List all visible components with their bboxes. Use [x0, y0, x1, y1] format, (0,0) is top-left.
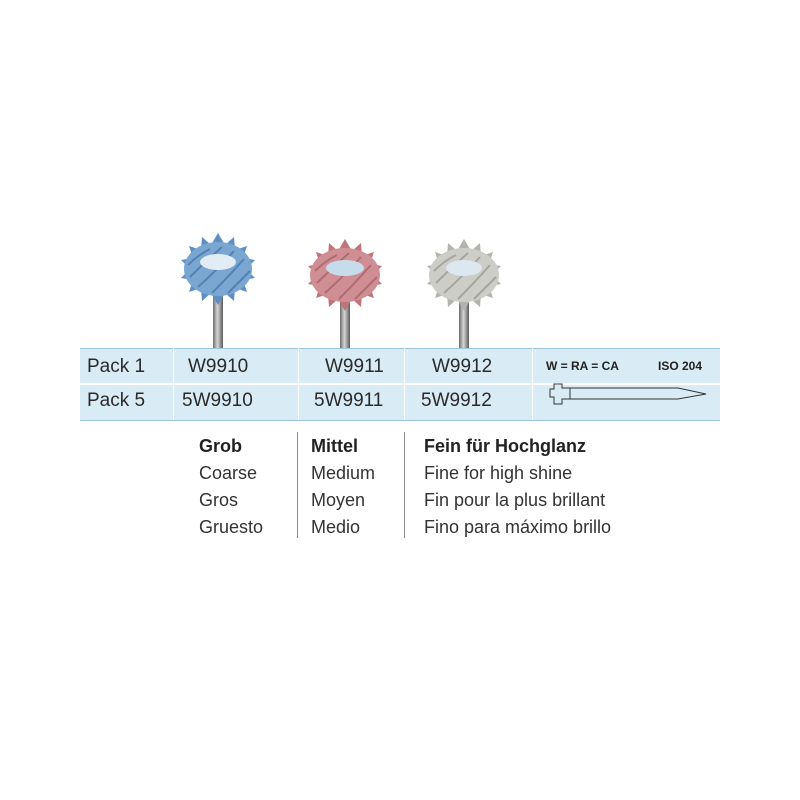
code-pack1-medium: W9911 [325, 356, 384, 377]
shank-type-diagram: W = RA = CA ISO 204 [540, 352, 720, 421]
grade-coarse-column: Grob Coarse Gros Gruesto [199, 433, 263, 541]
grade-translation: Medio [311, 517, 361, 537]
grade-heading: Grob [199, 436, 242, 456]
row-label-pack-5: Pack 5 [87, 390, 146, 411]
code-pack5-fine: 5W9912 [421, 390, 492, 411]
grade-translation: Fin pour la plus brillant [424, 490, 606, 510]
grade-translation: Fine for high shine [424, 463, 573, 483]
blue-polishing-wheel-image [163, 232, 275, 362]
grade-heading: Fein für Hochglanz [424, 436, 586, 456]
grade-translation: Gruesto [199, 517, 264, 537]
code-pack5-medium: 5W9911 [314, 390, 384, 411]
code-pack1-coarse: W9910 [188, 356, 249, 377]
grade-translation: Gros [199, 490, 239, 510]
table-top-rule [80, 348, 720, 349]
column-divider [404, 432, 405, 538]
grade-translation: Medium [311, 463, 376, 483]
code-pack5-coarse: 5W9910 [182, 390, 253, 411]
table-bottom-rule [80, 420, 720, 421]
column-separator [173, 348, 174, 420]
shank-type-label: W = RA = CA [546, 359, 619, 373]
gray-polishing-wheel-image [406, 238, 522, 363]
row-label-pack-1: Pack 1 [87, 356, 146, 377]
column-separator [298, 348, 299, 420]
iso-label: ISO 204 [658, 359, 702, 373]
grade-heading: Mittel [311, 436, 358, 456]
column-divider [297, 432, 298, 538]
column-separator [404, 348, 405, 420]
grade-medium-column: Mittel Medium Moyen Medio [311, 433, 375, 541]
code-pack1-fine: W9912 [432, 356, 493, 377]
grade-fine-column: Fein für Hochglanz Fine for high shine F… [424, 433, 611, 541]
column-separator [532, 348, 533, 420]
pink-polishing-wheel-image [288, 238, 404, 363]
grade-translation: Moyen [311, 490, 366, 510]
table-middle-rule [80, 383, 720, 385]
grade-translation: Coarse [199, 463, 258, 483]
grade-translation: Fino para máximo brillo [424, 517, 612, 537]
